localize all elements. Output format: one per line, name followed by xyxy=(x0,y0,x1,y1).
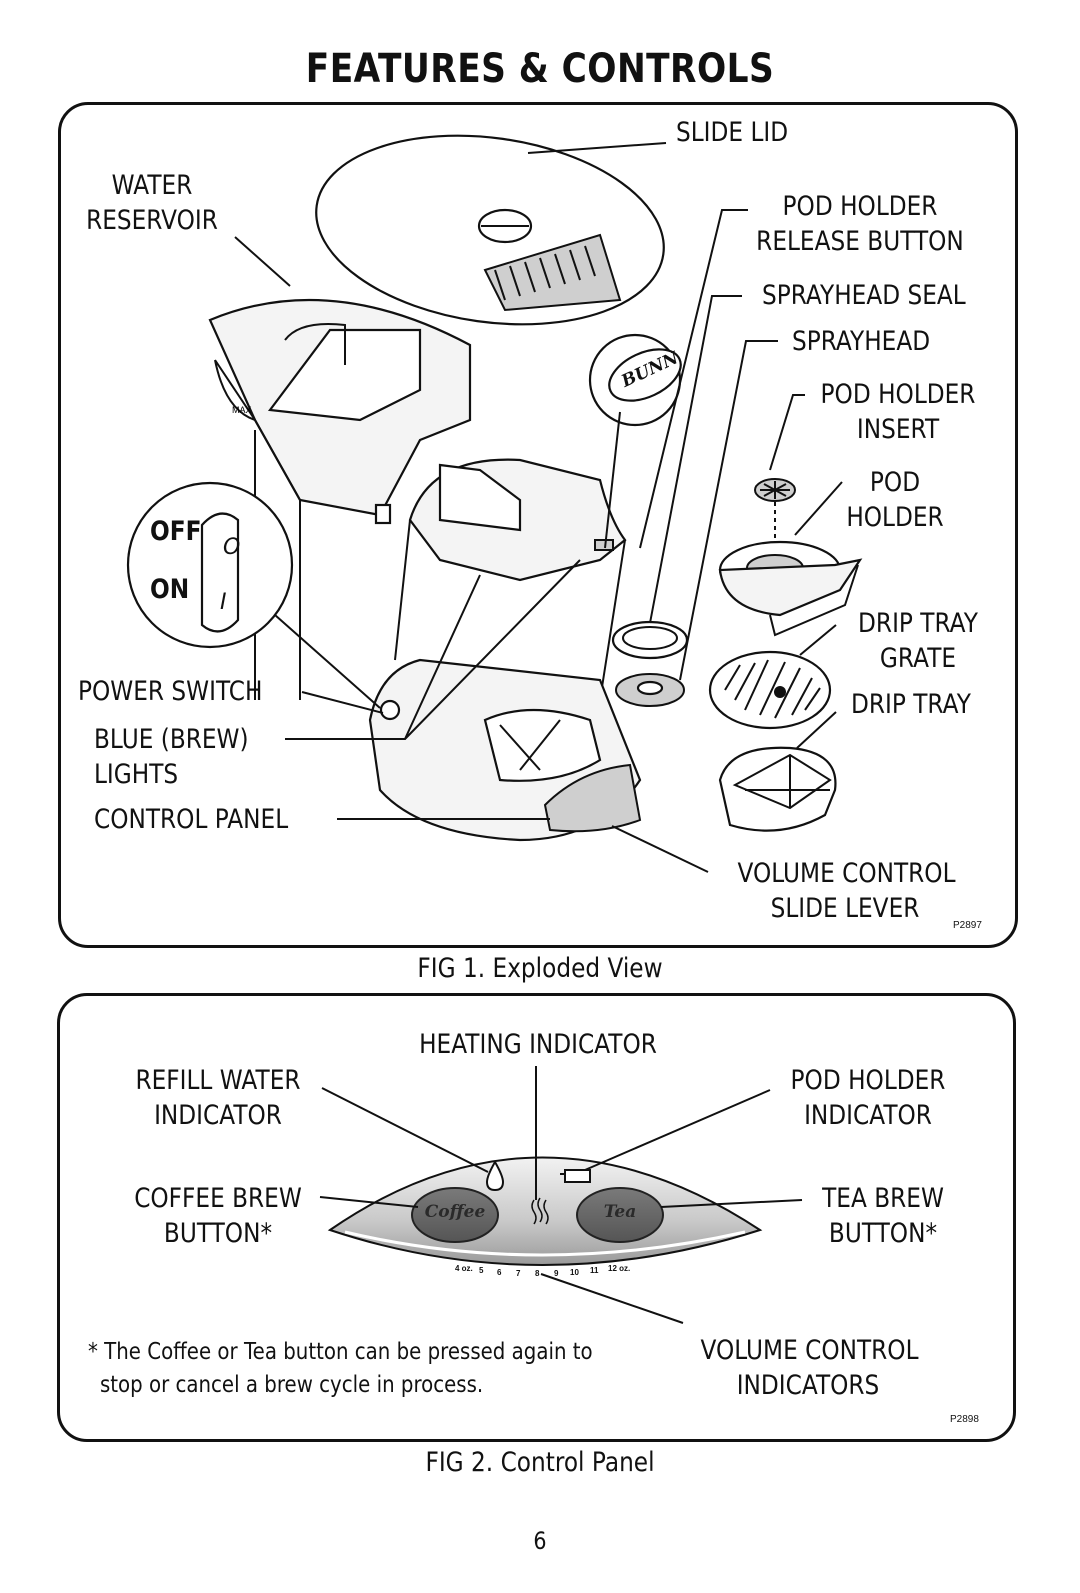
label-pod-holder-indicator-1: POD HOLDER xyxy=(790,1065,946,1096)
switch-off-symbol: O xyxy=(223,535,241,560)
label-drip-tray-grate-1: DRIP TRAY xyxy=(858,608,978,639)
fig2-code: P2898 xyxy=(950,1414,979,1425)
sprayhead-drawing xyxy=(615,673,685,707)
label-power-switch: POWER SWITCH xyxy=(78,676,263,707)
fig2-leader-lines xyxy=(319,1066,803,1324)
max-mark: MAX xyxy=(232,405,252,415)
label-volume-lever-2: SLIDE LEVER xyxy=(770,893,920,924)
volume-indicator-6: 6 xyxy=(497,1268,502,1277)
tea-brew-button[interactable]: Tea xyxy=(603,1202,637,1222)
label-refill-water: REFILL WATER xyxy=(135,1065,301,1096)
label-control-panel: CONTROL PANEL xyxy=(94,804,289,835)
label-coffee-brew: COFFEE BREW xyxy=(134,1183,302,1214)
tea-button-shape xyxy=(576,1187,664,1243)
label-lights: LIGHTS xyxy=(94,759,179,790)
label-coffee-button: BUTTON* xyxy=(163,1218,273,1249)
label-sprayhead: SPRAYHEAD xyxy=(792,326,931,357)
pod-holder-icon xyxy=(560,1169,591,1183)
switch-on-symbol: I xyxy=(220,590,227,615)
page-title: FEATURES & CONTROLS xyxy=(305,46,775,92)
water-drop-icon xyxy=(485,1159,505,1192)
label-tea-button: BUTTON* xyxy=(828,1218,938,1249)
label-reservoir: RESERVOIR xyxy=(86,205,218,236)
label-tea-brew: TEA BREW xyxy=(822,1183,944,1214)
volume-indicator-10: 10 xyxy=(570,1268,579,1277)
volume-indicator-12: 12 oz. xyxy=(608,1264,631,1273)
label-blue-brew: BLUE (BREW) xyxy=(94,724,249,755)
label-water: WATER xyxy=(111,170,193,201)
page-number: 6 xyxy=(533,1527,547,1555)
label-volume-lever-1: VOLUME CONTROL xyxy=(737,858,956,889)
switch-on-label: ON xyxy=(150,574,190,605)
label-pod-holder-indicator-2: INDICATOR xyxy=(804,1100,932,1131)
drip-tray-grate-drawing xyxy=(708,650,832,730)
fig1-code: P2897 xyxy=(953,920,982,931)
pod-holder-insert-drawing xyxy=(754,478,796,545)
power-switch-callout xyxy=(126,481,294,649)
slide-lid-drawing xyxy=(315,134,665,326)
label-drip-tray-grate-2: GRATE xyxy=(879,643,957,674)
drip-tray-drawing xyxy=(718,746,837,832)
footnote-line-2: stop or cancel a brew cycle in process. xyxy=(100,1372,484,1398)
label-sprayhead-seal: SPRAYHEAD SEAL xyxy=(762,280,966,311)
pod-holder-drawing xyxy=(718,540,863,637)
heat-icon xyxy=(531,1197,549,1225)
label-pod: POD xyxy=(869,467,921,498)
label-pod-holder-release-2: RELEASE BUTTON xyxy=(756,226,964,257)
water-reservoir-drawing: MAX xyxy=(208,298,472,700)
fig1-leader-lines xyxy=(234,142,843,873)
label-pod-holder-insert-2: INSERT xyxy=(856,414,940,445)
volume-indicator-7: 7 xyxy=(516,1269,521,1278)
volume-indicator-9: 9 xyxy=(554,1269,559,1278)
label-slide-lid: SLIDE LID xyxy=(676,117,789,148)
label-volume-control: VOLUME CONTROL xyxy=(700,1335,919,1366)
volume-indicator-11: 11 xyxy=(590,1266,599,1275)
coffee-brew-button[interactable]: Coffee xyxy=(424,1202,486,1222)
label-refill-indicator: INDICATOR xyxy=(154,1100,282,1131)
label-holder: HOLDER xyxy=(846,502,944,533)
volume-indicator-4: 4 oz. xyxy=(455,1264,473,1273)
fig1-caption: FIG 1. Exploded View xyxy=(417,953,663,984)
label-pod-holder-release-1: POD HOLDER xyxy=(782,191,938,222)
label-heating-indicator: HEATING INDICATOR xyxy=(419,1029,657,1060)
label-pod-holder-insert-1: POD HOLDER xyxy=(820,379,976,410)
footnote-line-1: * The Coffee or Tea button can be presse… xyxy=(88,1339,593,1365)
label-drip-tray: DRIP TRAY xyxy=(851,689,971,720)
volume-indicator-8: 8 xyxy=(535,1269,540,1278)
coffee-button-shape xyxy=(411,1187,499,1243)
volume-indicator-5: 5 xyxy=(479,1266,484,1275)
fig2-caption: FIG 2. Control Panel xyxy=(425,1447,655,1478)
switch-off-label: OFF xyxy=(150,516,202,547)
label-volume-indicators: INDICATORS xyxy=(736,1370,880,1401)
